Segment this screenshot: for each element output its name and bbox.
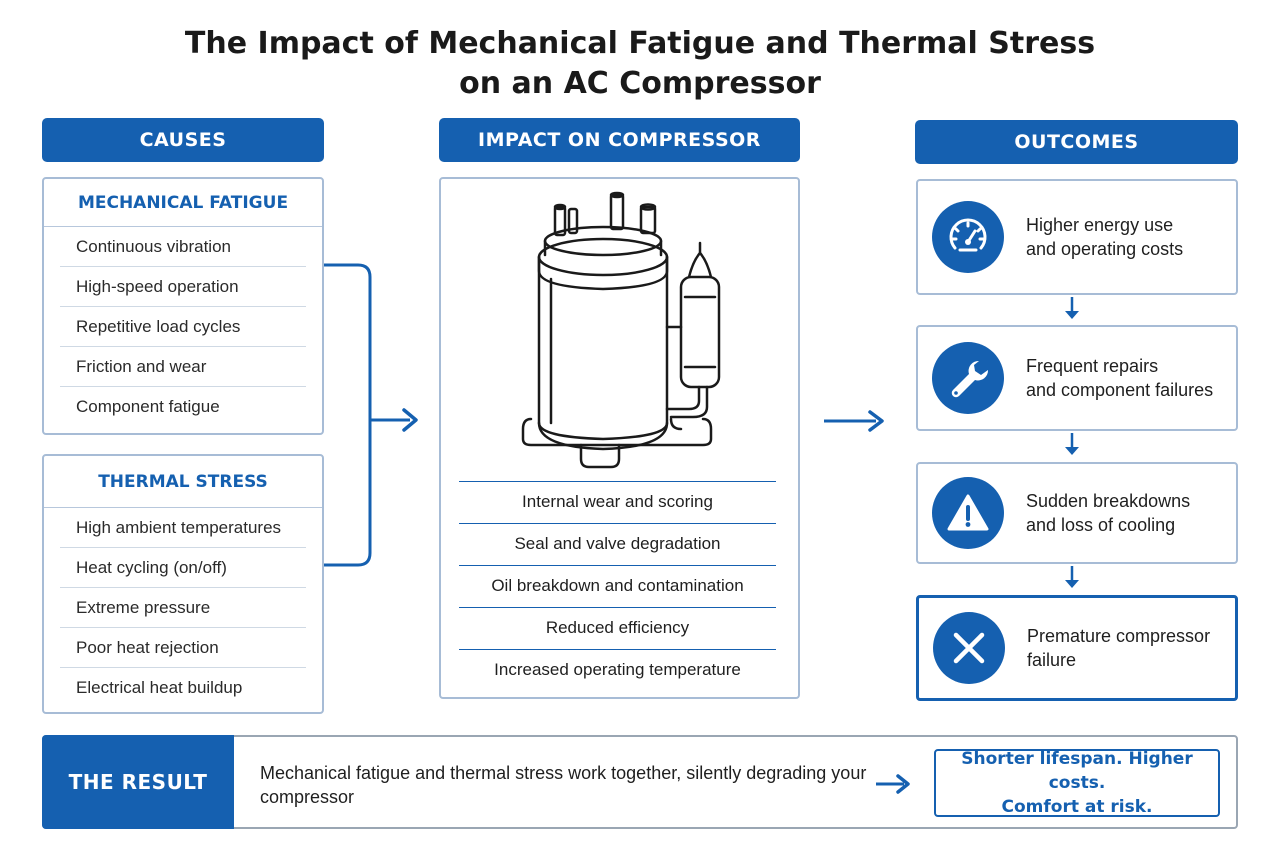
result-text: Mechanical fatigue and thermal stress wo… (260, 763, 867, 807)
outcome-line-1: Higher energy use (1026, 215, 1174, 235)
list-item: High-speed operation (60, 267, 306, 307)
list-item: Electrical heat buildup (76, 678, 243, 697)
thermal-stress-panel: THERMAL STRESS High ambient temperatures… (42, 454, 324, 714)
list-item: Oil breakdown and contamination (459, 566, 776, 608)
outcome-text: Frequent repairs and component failures (1026, 354, 1236, 402)
outcome-line-2: and operating costs (1026, 239, 1184, 259)
outcome-text: Sudden breakdowns and loss of cooling (1026, 489, 1236, 537)
result-arrow (876, 774, 910, 794)
compressor-icon (521, 191, 721, 469)
title-line-2: on an AC Compressor (459, 66, 821, 101)
impact-panel: Internal wear and scoring Seal and valve… (439, 177, 800, 699)
causes-bracket-connector (324, 263, 418, 567)
causes-header: CAUSES (42, 118, 324, 162)
outcome-card-energy: Higher energy use and operating costs (916, 179, 1238, 295)
result-summary-line-2: Comfort at risk. (1001, 797, 1153, 817)
list-item: Continuous vibration (60, 227, 306, 267)
list-item: Repetitive load cycles (60, 307, 306, 347)
list-item: Reduced efficiency (459, 608, 776, 650)
outcomes-header: OUTCOMES (915, 120, 1238, 164)
wrench-icon (932, 342, 1004, 414)
outcome-down-arrow (1065, 297, 1079, 319)
outcome-line-1: Frequent repairs (1026, 356, 1159, 376)
list-item: Friction and wear (60, 347, 306, 387)
list-item: Internal wear and scoring (459, 482, 776, 524)
outcome-line-2: and component failures (1026, 380, 1214, 400)
impact-to-outcomes-arrow (824, 410, 884, 432)
mechanical-fatigue-list: Continuous vibration High-speed operatio… (44, 227, 322, 427)
outcome-down-arrow (1065, 433, 1079, 455)
impact-header: IMPACT ON COMPRESSOR (439, 118, 800, 162)
outcome-text: Higher energy use and operating costs (1026, 213, 1236, 261)
result-summary-line-1: Shorter lifespan. Higher costs. (961, 749, 1193, 793)
result-banner: THE RESULT Mechanical fatigue and therma… (42, 735, 1238, 829)
impact-list: Internal wear and scoring Seal and valve… (459, 481, 776, 692)
outcome-card-repairs: Frequent repairs and component failures (916, 325, 1238, 431)
list-item: Seal and valve degradation (459, 524, 776, 566)
list-item: Increased operating temperature (494, 660, 741, 679)
page-title: The Impact of Mechanical Fatigue and The… (0, 24, 1280, 104)
outcome-line-1: Sudden breakdowns (1026, 491, 1191, 511)
list-item: Component fatigue (76, 397, 220, 416)
outcome-card-failure: Premature compressor failure (916, 595, 1238, 701)
outcome-card-breakdowns: Sudden breakdowns and loss of cooling (916, 462, 1238, 564)
x-icon (933, 612, 1005, 684)
list-item: Heat cycling (on/off) (60, 548, 306, 588)
result-summary-box: Shorter lifespan. Higher costs. Comfort … (934, 749, 1220, 817)
outcome-line-2: failure (1027, 650, 1077, 670)
mechanical-fatigue-title: MECHANICAL FATIGUE (44, 179, 322, 227)
outcome-down-arrow (1065, 566, 1079, 588)
outcome-line-2: and loss of cooling (1026, 515, 1176, 535)
list-item: Extreme pressure (60, 588, 306, 628)
gauge-icon (932, 201, 1004, 273)
outcome-line-1: Premature compressor (1027, 626, 1211, 646)
thermal-stress-list: High ambient temperatures Heat cycling (… (44, 508, 322, 708)
thermal-stress-title: THERMAL STRESS (44, 456, 322, 508)
title-line-1: The Impact of Mechanical Fatigue and The… (184, 26, 1096, 61)
list-item: High ambient temperatures (60, 508, 306, 548)
mechanical-fatigue-panel: MECHANICAL FATIGUE Continuous vibration … (42, 177, 324, 435)
result-label: THE RESULT (42, 735, 234, 829)
warning-icon (932, 477, 1004, 549)
list-item: Poor heat rejection (60, 628, 306, 668)
outcome-text: Premature compressor failure (1027, 624, 1235, 672)
